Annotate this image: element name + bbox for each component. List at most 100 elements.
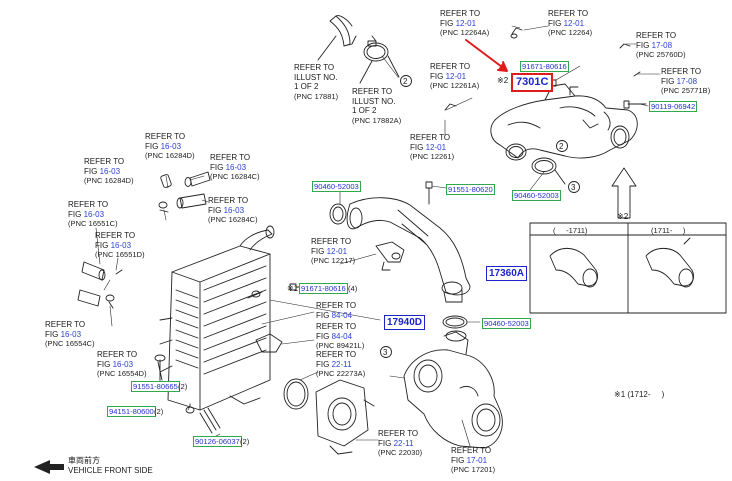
qty-94151: (2) bbox=[154, 407, 164, 416]
hose-clamp-upper bbox=[359, 35, 400, 84]
callout-label-3b: 3 bbox=[383, 348, 388, 357]
ref-16554d: REFER TO FIG 16-03 (PNC 16554D) bbox=[97, 350, 147, 379]
fig-link[interactable]: 16-03 bbox=[225, 162, 247, 172]
inset-header-left: ( -1711) bbox=[553, 226, 588, 235]
vacuum-switch-89421 bbox=[255, 325, 283, 353]
qty-91551-80665: (2) bbox=[178, 382, 188, 391]
fig-link[interactable]: 12-01 bbox=[445, 71, 467, 81]
vacuum-fittings-top bbox=[444, 27, 641, 111]
throttle-body-22030 bbox=[315, 379, 375, 455]
part-91671-80616-top[interactable]: 91671-80616 bbox=[520, 61, 569, 72]
ref-12261: REFER TO FIG 12-01 (PNC 12261) bbox=[410, 133, 455, 162]
turbo-housing-17201 bbox=[403, 330, 503, 449]
hose-clamp-pipe bbox=[531, 157, 566, 185]
mark-2-top: ※2 bbox=[497, 76, 509, 85]
fig-link[interactable]: 16-03 bbox=[83, 209, 105, 219]
part-94151-80600[interactable]: 94151-80600 bbox=[107, 406, 156, 417]
part-90119-06942[interactable]: 90119-06942 bbox=[649, 101, 698, 112]
assembly-17360a[interactable]: 17360A bbox=[486, 266, 528, 281]
footnote-1712: ※1 (1712- ) bbox=[614, 390, 665, 399]
ref-25771b: REFER TO FIG 17-08 (PNC 25771B) bbox=[661, 67, 711, 96]
inset-header-right: (1711- ) bbox=[651, 226, 686, 235]
ref-16284c-b: REFER TO FIG 16-03 (PNC 16284C) bbox=[208, 196, 258, 225]
ref-22273a: REFER TO FIG 22-11 (PNC 22273A) bbox=[316, 350, 366, 379]
callout-label-2a: 2 bbox=[403, 77, 408, 86]
qty-90126: (2) bbox=[240, 437, 250, 446]
assembly-7301c[interactable]: 7301C bbox=[511, 73, 554, 92]
intake-pipe-7301c bbox=[490, 73, 638, 161]
leader-lines bbox=[95, 25, 661, 447]
fig-link[interactable]: 84-04 bbox=[331, 310, 353, 320]
fig-link[interactable]: 12-01 bbox=[425, 142, 447, 152]
bolt-91551-80665 bbox=[154, 354, 166, 381]
qty-91671-mid: (4) bbox=[348, 284, 358, 293]
callout-2-pipe bbox=[556, 140, 568, 152]
ref-16554c: REFER TO FIG 16-03 (PNC 16554C) bbox=[45, 320, 95, 349]
view-arrow-2 bbox=[611, 167, 637, 219]
illust-ref-17881: REFER TO ILLUST NO. 1 OF 2 (PNC 17881) bbox=[294, 63, 339, 101]
ref-17201: REFER TO FIG 17-01 (PNC 17201) bbox=[451, 446, 496, 475]
part-91671-80616-mid[interactable]: 91671-80616 bbox=[299, 283, 348, 294]
ref-16551d: REFER TO FIG 16-03 (PNC 16551D) bbox=[95, 231, 145, 260]
hose-clamp-duct-lower bbox=[442, 315, 468, 329]
air-duct-17360a bbox=[346, 197, 471, 303]
highlight-arrow bbox=[465, 39, 508, 72]
fig-link[interactable]: 16-03 bbox=[223, 205, 245, 215]
vehicle-front-en: VEHICLE FRONT SIDE bbox=[68, 466, 153, 475]
bolt-94151 bbox=[185, 403, 195, 414]
vehicle-front-arrow bbox=[34, 460, 64, 474]
bolt-91551-80620 bbox=[425, 181, 433, 205]
fig-link[interactable]: 16-03 bbox=[110, 240, 132, 250]
hose-clamp-duct-left bbox=[329, 203, 347, 225]
ref-89421l: REFER TO FIG 84-04 (PNC 89421L) bbox=[316, 322, 365, 351]
fig-link[interactable]: 22-11 bbox=[331, 359, 352, 369]
fig-link[interactable]: 17-01 bbox=[466, 455, 488, 465]
inset-box bbox=[529, 222, 727, 314]
fig-link[interactable]: 16-03 bbox=[160, 141, 182, 151]
mark-2-inset: ※2 bbox=[617, 212, 629, 221]
ref-16551c: REFER TO FIG 16-03 (PNC 16551C) bbox=[68, 200, 118, 229]
ref-12217: REFER TO FIG 12-01 (PNC 12217) bbox=[311, 237, 356, 266]
fig-link[interactable]: 17-08 bbox=[676, 76, 698, 86]
ref-12264: REFER TO FIG 12-01 (PNC 12264) bbox=[548, 9, 593, 38]
ref-22030: REFER TO FIG 22-11 (PNC 22030) bbox=[378, 429, 423, 458]
fig-link[interactable]: 16-03 bbox=[112, 359, 134, 369]
vehicle-front-jp: 車両前方 bbox=[68, 456, 100, 465]
callout-3-turbo bbox=[380, 346, 392, 358]
assembly-17940d[interactable]: 17940D bbox=[384, 315, 426, 330]
fig-link[interactable]: 84-04 bbox=[331, 331, 353, 341]
ref-16284c-a: REFER TO FIG 16-03 (PNC 16284C) bbox=[210, 153, 260, 182]
illust-ref-17882a: REFER TO ILLUST NO. 1 OF 2 (PNC 17882A) bbox=[352, 87, 402, 125]
part-90126-06037[interactable]: 90126-06037 bbox=[193, 436, 242, 447]
sensor-12217 bbox=[375, 241, 405, 271]
part-90460-52003-a[interactable]: 90460-52003 bbox=[312, 181, 361, 192]
part-91551-80665[interactable]: 91551-80665 bbox=[131, 381, 180, 392]
fig-link[interactable]: 12-01 bbox=[455, 18, 477, 28]
callout-label-3a: 3 bbox=[571, 183, 576, 192]
intercooler bbox=[159, 225, 275, 411]
fig-link[interactable]: 17-08 bbox=[651, 40, 673, 50]
part-91551-80620[interactable]: 91551-80620 bbox=[446, 184, 495, 195]
ref-12264a: REFER TO FIG 12-01 (PNC 12264A) bbox=[440, 9, 490, 38]
fig-link[interactable]: 16-03 bbox=[99, 166, 121, 176]
callout-2-clamp bbox=[400, 75, 412, 87]
fig-link[interactable]: 12-01 bbox=[563, 18, 585, 28]
ref-84-04-a: REFER TO FIG 84-04 bbox=[316, 301, 357, 320]
hose-fragment-17881 bbox=[317, 15, 357, 61]
fig-link[interactable]: 16-03 bbox=[60, 329, 82, 339]
ref-12261a: REFER TO FIG 12-01 (PNC 12261A) bbox=[430, 62, 480, 91]
ref-16284d-a: REFER TO FIG 16-03 (PNC 16284D) bbox=[145, 132, 195, 161]
stud-90126 bbox=[199, 407, 221, 434]
small-hoses-left bbox=[77, 171, 211, 309]
part-90460-52003-b[interactable]: 90460-52003 bbox=[512, 190, 561, 201]
mark-1: ※1 bbox=[287, 284, 299, 293]
bolt-90119 bbox=[623, 100, 647, 109]
fig-link[interactable]: 12-01 bbox=[326, 246, 348, 256]
ref-16284d-b: REFER TO FIG 16-03 (PNC 16284D) bbox=[84, 157, 134, 186]
gasket-22273a bbox=[283, 378, 309, 410]
ref-25760d: REFER TO FIG 17-08 (PNC 25760D) bbox=[636, 31, 686, 60]
fig-link[interactable]: 22-11 bbox=[393, 438, 414, 448]
callout-3-pipe bbox=[568, 181, 580, 193]
part-90460-52003-c[interactable]: 90460-52003 bbox=[482, 318, 531, 329]
